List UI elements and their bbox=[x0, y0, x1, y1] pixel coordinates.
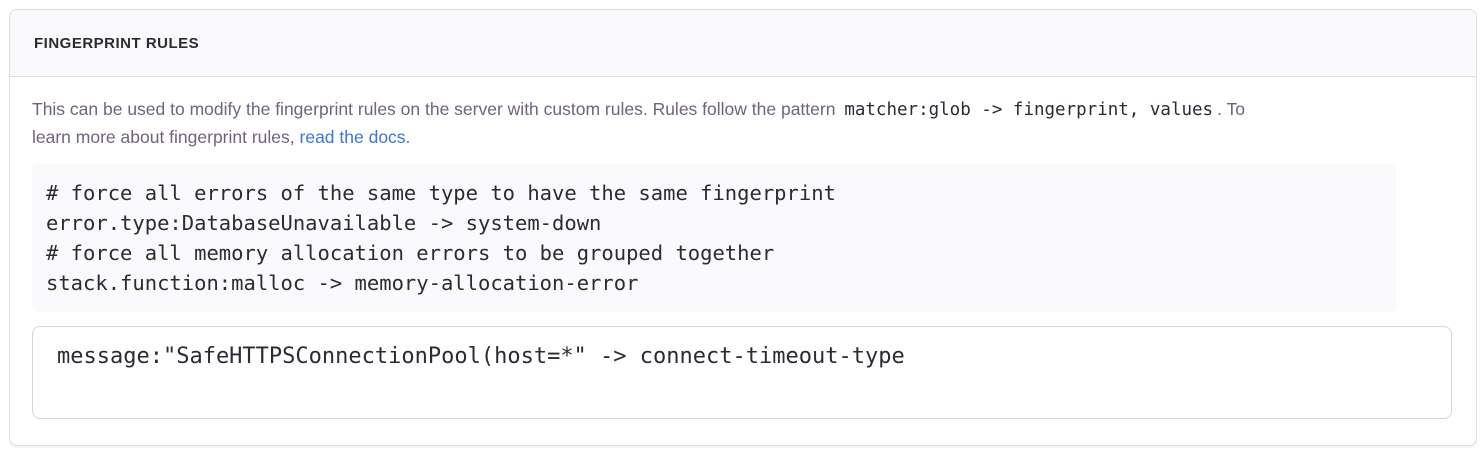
example-rules-block: # force all errors of the same type to h… bbox=[32, 164, 1396, 312]
pattern-inline-code: matcher:glob -> fingerprint, values bbox=[844, 100, 1214, 120]
description-text-1: This can be used to modify the fingerpri… bbox=[32, 99, 836, 119]
description-text-2: . To bbox=[1217, 99, 1245, 119]
panel-header: FINGERPRINT RULES bbox=[10, 10, 1476, 77]
read-the-docs-link[interactable]: read the docs. bbox=[299, 127, 411, 147]
description-text-3: learn more about fingerprint rules, bbox=[32, 127, 295, 147]
description: This can be used to modify the fingerpri… bbox=[32, 96, 1452, 151]
fingerprint-rules-textarea[interactable]: message:"SafeHTTPSConnectionPool(host=*"… bbox=[32, 326, 1452, 419]
panel-body: This can be used to modify the fingerpri… bbox=[10, 77, 1476, 445]
panel-title: FINGERPRINT RULES bbox=[34, 34, 200, 52]
fingerprint-rules-panel: FINGERPRINT RULES This can be used to mo… bbox=[9, 9, 1477, 446]
